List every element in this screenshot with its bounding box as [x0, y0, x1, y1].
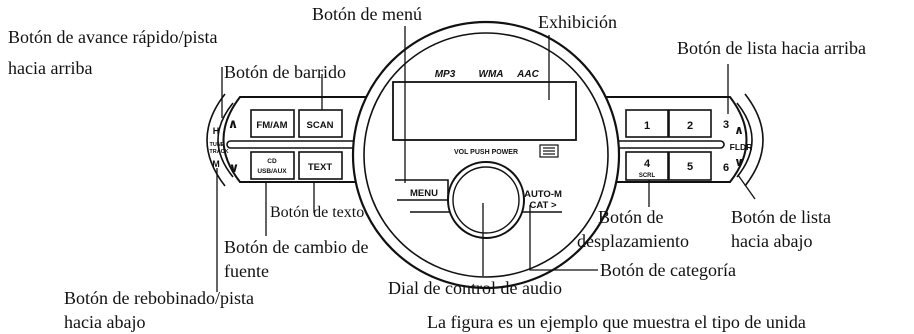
svg-text:MP3: MP3: [435, 69, 456, 80]
scroll-button-label-line2: desplazamiento: [577, 231, 689, 251]
scroll-button-label-line1: Botón de: [598, 207, 664, 227]
preset-button-5[interactable]: 5: [668, 151, 712, 181]
rewind-label-line1: Botón de rebobinado/pista: [64, 288, 254, 308]
preset-button-3-list-up[interactable]: 3 ∧: [723, 119, 744, 137]
tune-text: TUNE: [210, 142, 225, 148]
text-button[interactable]: TEXT: [298, 151, 343, 180]
svg-text:USB/AUX: USB/AUX: [257, 168, 287, 175]
preset-button-2[interactable]: 2: [668, 109, 712, 138]
svg-text:4: 4: [644, 158, 651, 170]
svg-text:1: 1: [644, 120, 650, 132]
footnote: La figura es un ejemplo que muestra el t…: [427, 312, 806, 332]
format-logos: MP3 WMA AAC: [435, 69, 540, 80]
svg-text:WMA: WMA: [479, 69, 504, 80]
svg-text:SCAN: SCAN: [307, 120, 334, 131]
source-change-label-line1: Botón de cambio de: [224, 237, 369, 257]
chevron-down-icon: ∨: [229, 160, 240, 175]
menu-button-label: Botón de menú: [312, 4, 422, 24]
svg-text:AAC: AAC: [516, 69, 539, 80]
fldr-label: FLDR: [730, 142, 753, 152]
fast-forward-label-line1: Botón de avance rápido/pista: [8, 27, 218, 47]
list-down-label-line1: Botón de lista: [731, 207, 831, 227]
svg-text:5: 5: [687, 161, 693, 173]
tune-m-glyph: M: [212, 159, 220, 169]
list-down-label-line2: hacia abajo: [731, 231, 813, 251]
compact-disc-logo: [539, 144, 559, 158]
text-button-label: Botón de texto: [270, 204, 365, 221]
svg-text:CAT >: CAT >: [529, 200, 556, 211]
right-panel: [569, 93, 764, 187]
fm-am-button[interactable]: FM/AM: [250, 109, 295, 138]
svg-text:SCRL: SCRL: [639, 173, 656, 179]
svg-text:FM/AM: FM/AM: [256, 120, 287, 131]
leader-lines: [216, 26, 756, 292]
list-up-label: Botón de lista hacia arriba: [677, 38, 866, 58]
track-text: TRACK: [209, 149, 228, 155]
category-button-label: Botón de categoría: [600, 260, 736, 280]
display-screen: [392, 81, 577, 141]
audio-dial-label: Dial de control de audio: [388, 278, 562, 298]
svg-text:CD: CD: [267, 158, 277, 165]
svg-text:3: 3: [723, 119, 729, 131]
chevron-up-icon: ∧: [734, 123, 744, 137]
tune-h-glyph: H: [213, 126, 220, 136]
preset-button-1[interactable]: 1: [625, 109, 669, 138]
cd-usb-aux-button[interactable]: CD USB/AUX: [250, 151, 295, 180]
rewind-label-line2: hacia abajo: [64, 312, 146, 332]
audio-control-dial[interactable]: [447, 161, 525, 239]
scan-button-label: Botón de barrido: [224, 62, 346, 82]
svg-text:TEXT: TEXT: [308, 162, 332, 173]
source-change-label-line2: fuente: [224, 261, 269, 281]
svg-text:MENU: MENU: [410, 188, 438, 199]
svg-text:6: 6: [723, 162, 729, 174]
svg-text:AUTO-M: AUTO-M: [524, 189, 562, 200]
svg-text:2: 2: [687, 120, 693, 132]
vol-push-power-label: VOL PUSH POWER: [454, 149, 518, 156]
menu-button[interactable]: MENU: [395, 179, 449, 201]
scan-button[interactable]: SCAN: [298, 109, 343, 138]
tune-track-button[interactable]: H ∧ TUNE TRACK M ∨: [209, 116, 239, 175]
preset-button-4-scrl[interactable]: 4 SCRL: [625, 151, 669, 181]
display-label: Exhibición: [538, 12, 617, 32]
chevron-down-icon: ∨: [734, 155, 744, 169]
fast-forward-label-line2: hacia arriba: [8, 58, 93, 78]
left-panel: [206, 93, 401, 187]
preset-button-6-list-down[interactable]: 6 ∨: [723, 155, 744, 174]
auto-m-cat-button[interactable]: AUTO-M CAT >: [524, 189, 562, 211]
chevron-up-icon: ∧: [228, 116, 239, 131]
